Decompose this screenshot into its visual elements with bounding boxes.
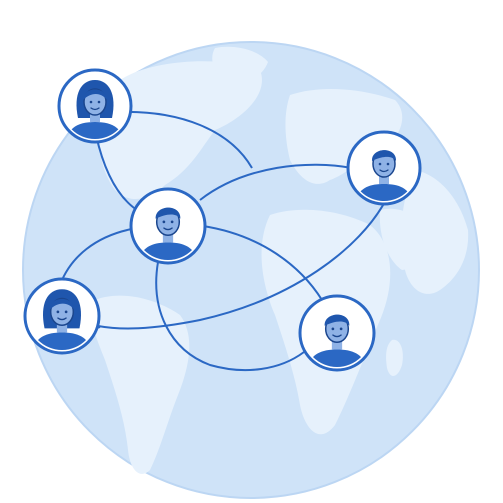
- man-avatar-icon: [298, 294, 376, 372]
- connection-line: [97, 197, 388, 330]
- man-avatar-icon: [129, 187, 207, 265]
- continent-north-america: [99, 61, 262, 200]
- connection-line: [59, 227, 138, 286]
- connection-line: [199, 163, 353, 201]
- continent-south-america: [90, 295, 190, 474]
- avatar-figure: [31, 289, 93, 350]
- woman-avatar-icon: [57, 68, 133, 144]
- avatar-figure: [354, 150, 414, 201]
- avatar-figure: [65, 80, 125, 139]
- continent-arabia: [379, 208, 429, 270]
- avatars: [23, 68, 422, 372]
- avatar-figure: [137, 207, 199, 260]
- continent-europe: [285, 88, 403, 184]
- continent-greenland: [212, 46, 268, 83]
- woman-avatar-icon: [23, 277, 101, 355]
- connection-line: [202, 225, 323, 301]
- man-avatar-icon: [346, 130, 422, 206]
- avatar-figure: [306, 314, 368, 367]
- continent-madagascar: [386, 339, 403, 376]
- connection-line: [117, 110, 253, 169]
- connection-line: [155, 261, 305, 372]
